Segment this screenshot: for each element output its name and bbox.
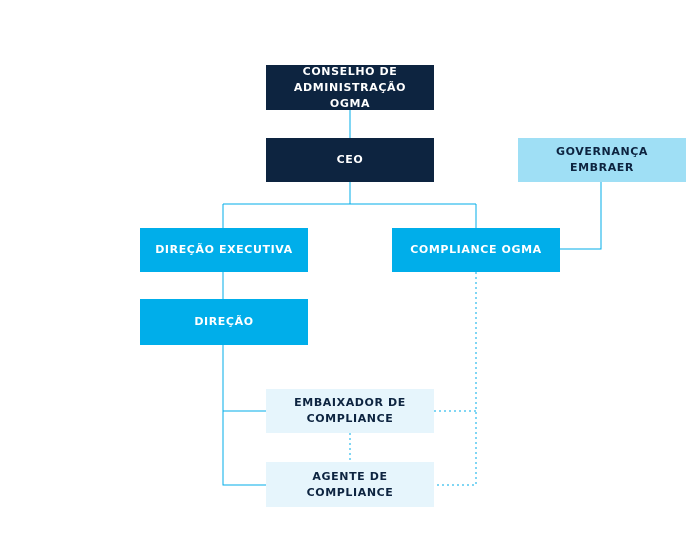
direction-node: DIREÇÃO [140,299,308,345]
exec-direction-node: DIREÇÃO EXECUTIVA [140,228,308,272]
line-governance-compliance [560,182,602,250]
governance-node: GOVERNANÇA EMBRAER [518,138,686,182]
compliance-ogma-node: COMPLIANCE OGMA [392,228,560,272]
ceo-node: CEO [266,138,434,182]
agent-node: AGENTE DE COMPLIANCE [266,462,434,507]
ambassador-node: EMBAIXADOR DE COMPLIANCE [266,389,434,433]
dotted-compliance-agent [434,272,477,486]
board-node: CONSELHO DE ADMINISTRAÇÃO OGMA [266,65,434,110]
line-direction-agent [222,345,266,486]
